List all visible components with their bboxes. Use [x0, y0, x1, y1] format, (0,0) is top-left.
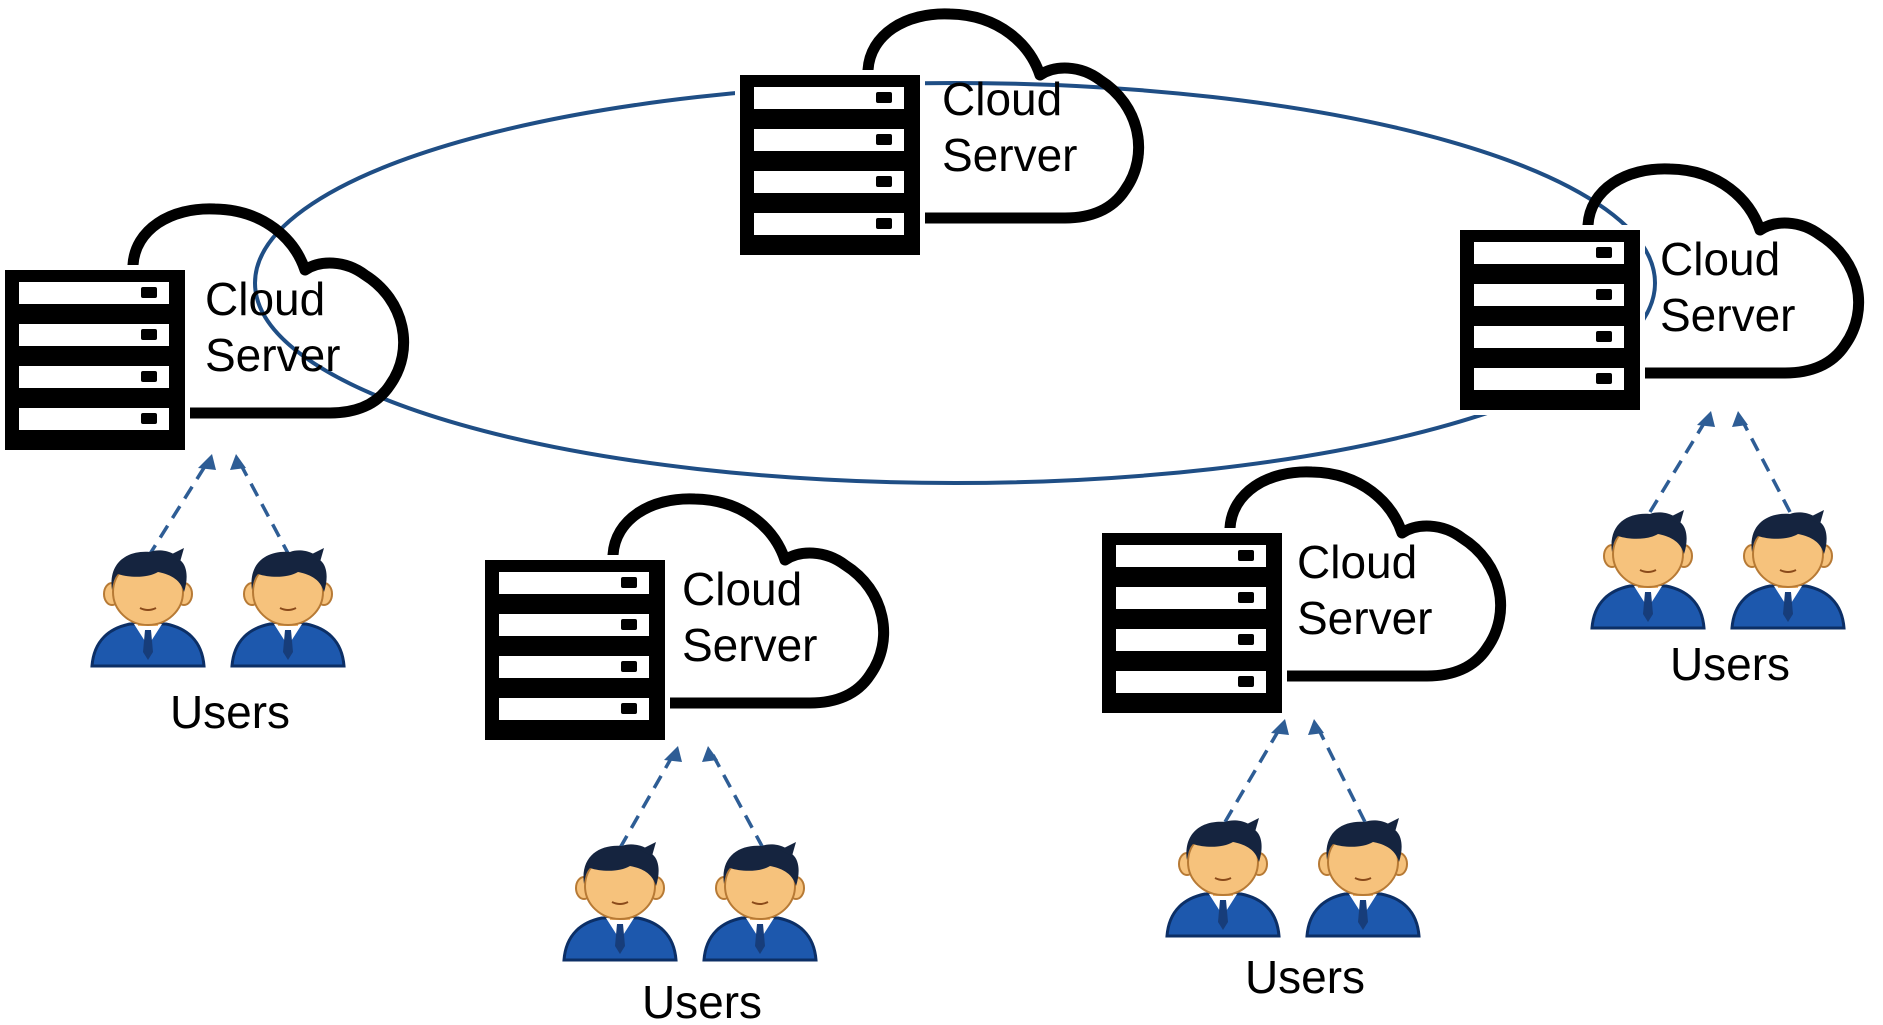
- users-label: Users: [170, 686, 290, 738]
- server-label-line2: Server: [1660, 289, 1795, 341]
- user-icon: [230, 546, 346, 668]
- server-label-line1: Cloud: [205, 273, 325, 325]
- arrowhead-icon: [1308, 719, 1324, 735]
- server-rack-icon: [1460, 230, 1640, 410]
- server-node-bottom-left: Cloud Server: [480, 499, 884, 745]
- user-arrow-line: [1316, 727, 1367, 823]
- arrowhead-icon: [702, 746, 718, 762]
- server-rack-icon: [485, 560, 665, 740]
- user-arrow-line: [1648, 419, 1708, 513]
- arrowhead-icon: [1732, 411, 1748, 427]
- user-group-right: Users: [1590, 411, 1846, 690]
- network-ring: [253, 81, 1657, 485]
- user-arrow-line: [146, 462, 209, 558]
- arrowhead-icon: [664, 746, 682, 762]
- user-group-bottom-right: Users: [1165, 719, 1421, 1003]
- user-arrow-line: [618, 754, 675, 849]
- arrowhead-icon: [1271, 719, 1289, 735]
- arrowhead-icon: [198, 454, 216, 470]
- server-rack-icon: [5, 270, 185, 450]
- users-label: Users: [1245, 951, 1365, 1003]
- server-label-line2: Server: [942, 129, 1077, 181]
- server-label-line1: Cloud: [682, 563, 802, 615]
- user-icon: [1590, 508, 1706, 630]
- user-arrow-line: [1223, 727, 1282, 823]
- server-label-line2: Server: [682, 619, 817, 671]
- user-group-bottom-left: Users: [562, 746, 818, 1025]
- server-rack-icon: [1102, 533, 1282, 713]
- user-arrow-line: [1740, 419, 1792, 513]
- server-node-top: Cloud Server: [735, 14, 1139, 260]
- server-label-line1: Cloud: [1297, 536, 1417, 588]
- user-arrow-line: [238, 462, 292, 558]
- server-rack-icon: [740, 75, 920, 255]
- users-label: Users: [642, 976, 762, 1025]
- user-icon: [1305, 816, 1421, 938]
- server-label-line2: Server: [205, 329, 340, 381]
- server-label-line2: Server: [1297, 592, 1432, 644]
- user-group-left: Users: [90, 454, 346, 738]
- user-icon: [562, 840, 678, 962]
- server-node-right: Cloud Server: [1455, 169, 1859, 415]
- server-node-left: Cloud Server: [0, 209, 404, 455]
- server-label-line1: Cloud: [942, 73, 1062, 125]
- server-node-bottom-right: Cloud Server: [1097, 472, 1501, 718]
- arrowhead-icon: [230, 454, 246, 470]
- user-icon: [90, 546, 206, 668]
- user-icon: [702, 840, 818, 962]
- server-label-line1: Cloud: [1660, 233, 1780, 285]
- users-label: Users: [1670, 638, 1790, 690]
- user-icon: [1165, 816, 1281, 938]
- arrowhead-icon: [1697, 411, 1715, 427]
- user-arrow-line: [711, 754, 765, 849]
- user-icon: [1730, 508, 1846, 630]
